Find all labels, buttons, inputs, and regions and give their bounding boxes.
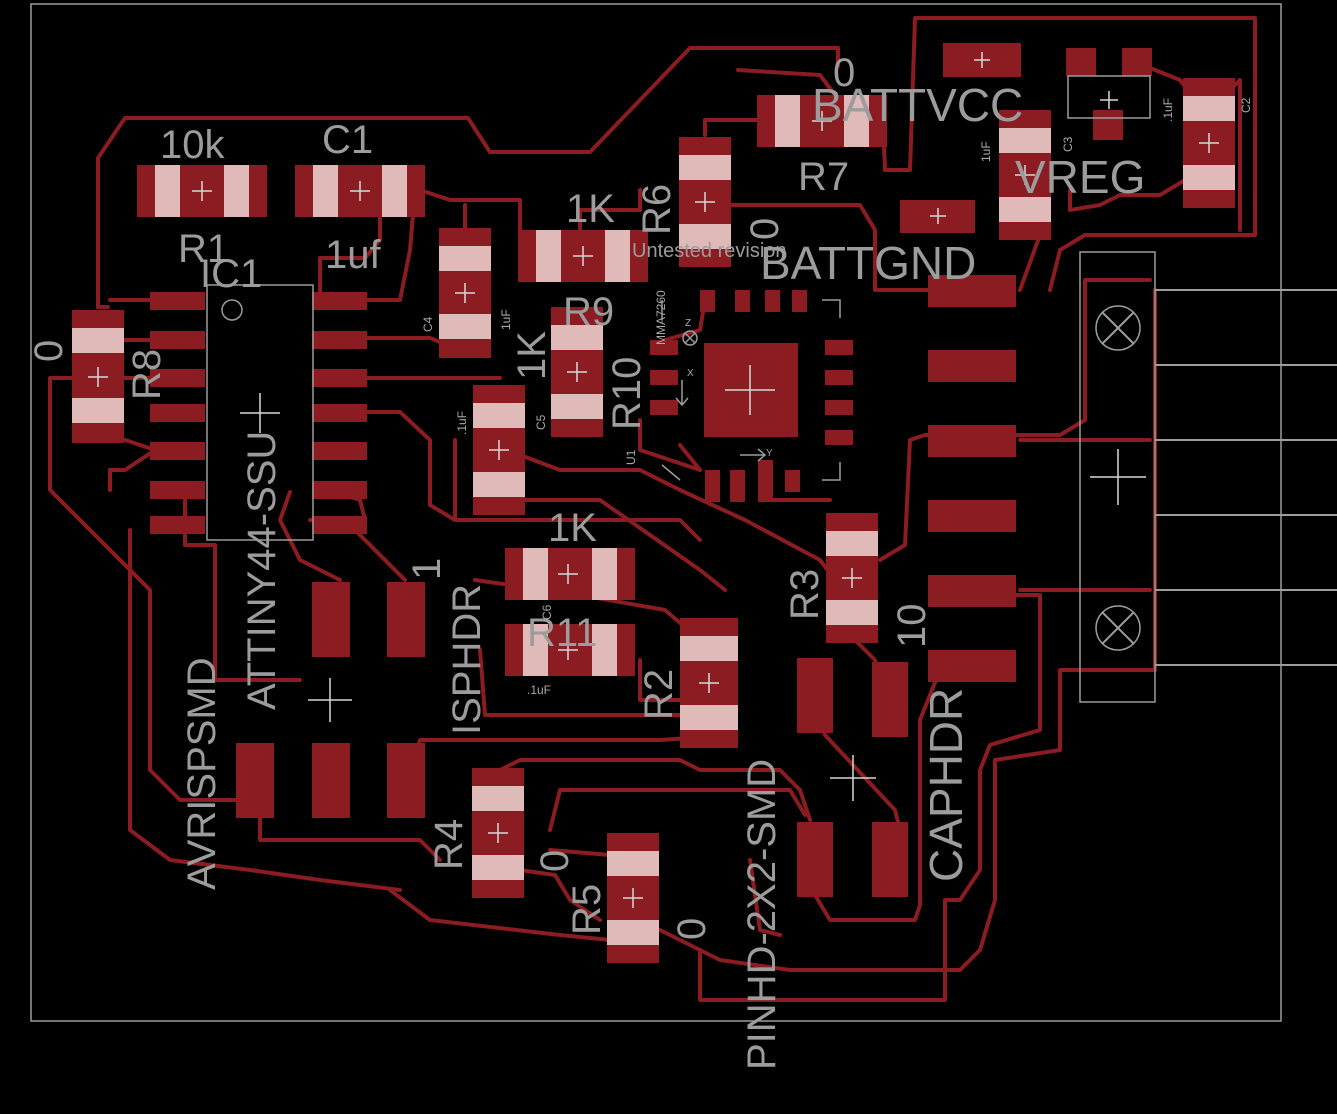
battvcc-label: BATTVCC [812, 79, 1023, 131]
r5-value: 0 [670, 918, 714, 940]
pinhd-label: PINHD-2X2-SMD [740, 759, 784, 1070]
board-outline [30, 3, 1282, 1022]
mounting-hole-bottom [1095, 605, 1141, 651]
component-labels: 10k R1 C1 1uf IC1 ATTINY44-SSU R8 0 C4 1… [27, 51, 1253, 1070]
r8-name: R8 [125, 349, 169, 400]
c3-name: C3 [1061, 136, 1075, 152]
component-origins [88, 52, 1219, 908]
r4-value: 0 [533, 850, 577, 872]
r2-name: R2 [637, 669, 681, 720]
r4-name: R4 [427, 819, 471, 870]
c2-name: C2 [1239, 97, 1253, 113]
ic1-name: IC1 [200, 252, 262, 296]
c5-value: .1uF [455, 411, 469, 435]
c6-name: C6 [540, 604, 554, 620]
c1-value: 1uf [325, 233, 381, 277]
c6-value: .1uF [527, 683, 551, 697]
caphdr-label: CAPHDR [920, 688, 972, 882]
revision-note: Untested revision [632, 240, 787, 262]
c4-name: C4 [421, 316, 435, 332]
r7-name: R7 [798, 155, 849, 199]
isphdr-value: 1 [405, 558, 449, 580]
r9-name: R9 [563, 290, 614, 334]
c1-name: C1 [322, 118, 373, 162]
r11-name: R11 [527, 611, 597, 655]
avrispsmd-label: AVRISPSMD [180, 657, 224, 890]
r6-value: 0 [743, 218, 787, 240]
c4-value: 1uF [499, 309, 513, 330]
battgnd-label: BATTGND [760, 237, 976, 289]
r3-value: 10 [890, 604, 934, 649]
isphdr-name: ISPHDR [445, 584, 489, 735]
r5-name: R5 [565, 884, 609, 935]
r7-value: 0 [833, 51, 855, 95]
r6-name: R6 [635, 184, 679, 235]
u1-name: U1 [624, 449, 638, 465]
ic1-value: ATTINY44-SSU [240, 431, 284, 710]
r11-value: 1K [548, 506, 597, 550]
axis-x-label: X [687, 368, 694, 379]
silkscreen [206, 75, 1337, 703]
r1-name: R1 [178, 227, 229, 271]
r8-value: 0 [27, 340, 71, 362]
axis-z-label: Z [685, 318, 691, 329]
r1-value: 10k [160, 123, 225, 167]
r10-name: R10 [605, 357, 649, 430]
r9-value: 1K [566, 187, 615, 231]
mounting-hole-top [1095, 305, 1141, 351]
vreg-label: VREG [1015, 151, 1145, 203]
axis-y-label: Y [766, 448, 773, 459]
c5-name: C5 [534, 414, 548, 430]
r3-name: R3 [783, 569, 827, 620]
c3-value: 1uF [979, 141, 993, 162]
c2-value: .1uF [1161, 98, 1175, 122]
r10-value: 1K [510, 331, 554, 380]
u1-value: MMA7260 [654, 290, 668, 345]
